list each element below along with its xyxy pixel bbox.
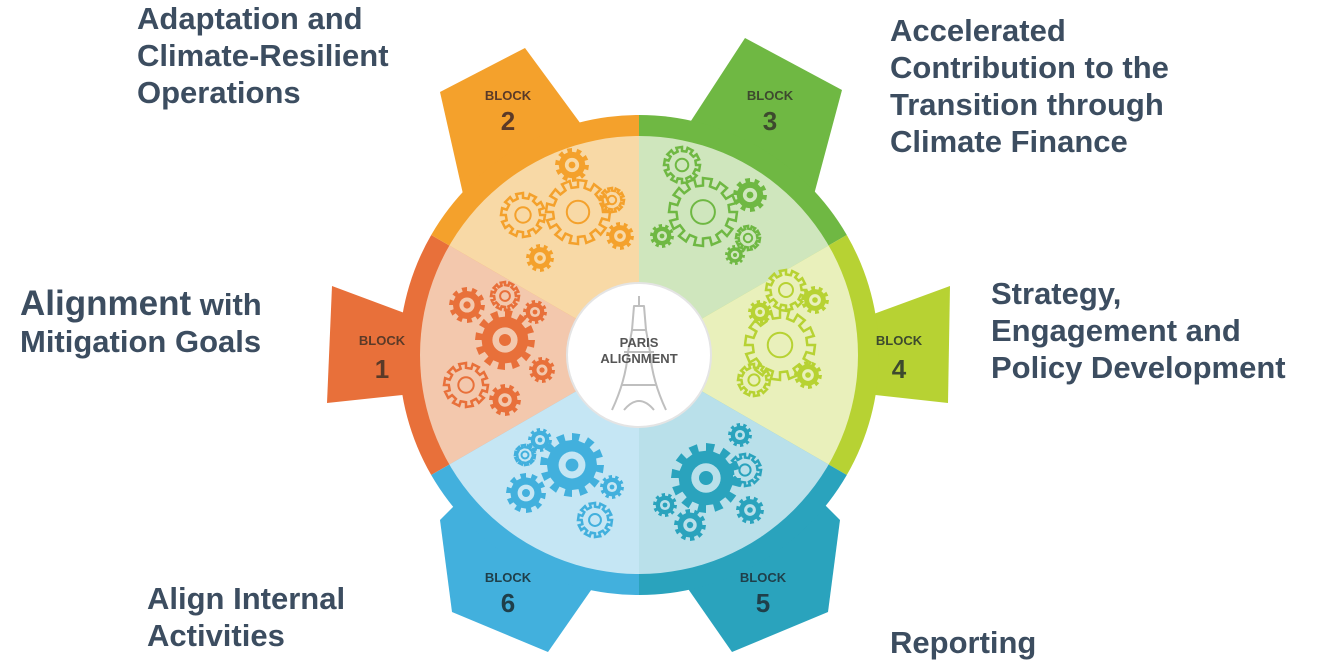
block-3-caption: Accelerated Contribution to the Transiti… — [890, 12, 1169, 160]
block-6-gear-icon — [600, 475, 624, 499]
block-3-number: 3 — [763, 106, 777, 136]
block-6-caption: Align Internal Activities — [147, 580, 345, 654]
block-2-gear-icon — [544, 178, 612, 246]
block-2-gear-icon — [499, 191, 547, 239]
block-3-caption-line3: Transition through — [890, 87, 1164, 122]
block-1-gear-icon — [449, 287, 485, 323]
center-hub: PARIS ALIGNMENT — [566, 282, 712, 428]
block-4-caption-line1: Strategy, — [991, 276, 1122, 311]
block-1-caption-lead: Alignment — [20, 284, 192, 323]
block-1-caption-line2: Mitigation Goals — [20, 324, 262, 359]
block-1-gear-icon — [489, 384, 521, 416]
block-5-word: BLOCK — [740, 570, 787, 585]
block-1-gear-icon — [442, 361, 490, 409]
block-3-caption-line2: Contribution to the — [890, 50, 1169, 85]
block-4-caption-line2: Engagement and — [991, 313, 1241, 348]
center-title-line2: ALIGNMENT — [600, 351, 677, 366]
block-1-gear-icon — [529, 357, 555, 383]
block-6-caption-line2: Activities — [147, 618, 285, 653]
block-6-word: BLOCK — [485, 570, 532, 585]
block-5-gear-icon — [674, 509, 706, 541]
block-2-caption-line1: Adaptation and — [137, 1, 363, 36]
block-4-word: BLOCK — [876, 333, 923, 348]
eiffel-tower-icon — [611, 296, 667, 411]
block-5-gear-icon — [653, 493, 677, 517]
block-5-number: 5 — [756, 588, 770, 618]
block-2-number: 2 — [501, 106, 515, 136]
block-2-gear-icon — [526, 244, 554, 272]
block-2-caption: Adaptation and Climate-Resilient Operati… — [137, 0, 389, 111]
block-4-gear-icon — [801, 286, 829, 314]
block-1-gear-icon — [475, 310, 535, 370]
block-4-gear-icon — [748, 300, 772, 324]
block-2-gear-icon — [555, 148, 589, 182]
block-1-caption-lead-suffix: with — [199, 287, 262, 322]
block-1-caption-line1: Alignment with — [20, 285, 262, 323]
block-6-caption-line1: Align Internal — [147, 581, 346, 616]
block-5-caption-line1: Reporting — [890, 625, 1037, 660]
block-1-number: 1 — [375, 354, 389, 384]
block-6-gear-icon — [576, 501, 614, 539]
block-3-gear-icon — [650, 224, 674, 248]
block-6-gear-icon — [513, 443, 537, 467]
center-circle — [566, 282, 712, 428]
block-5-gear-icon — [736, 496, 764, 524]
center-title-line1: PARIS — [620, 335, 659, 350]
block-5-gear-icon — [671, 443, 741, 513]
block-6-gear-icon — [540, 433, 604, 497]
block-1-word: BLOCK — [359, 333, 406, 348]
block-6-number: 6 — [501, 588, 515, 618]
block-4-gear-icon — [764, 268, 808, 312]
block-1-gear-icon — [523, 300, 547, 324]
block-2-gear-icon — [598, 186, 626, 214]
block-5-gear-icon — [727, 452, 763, 488]
block-2-gear-icon — [606, 222, 634, 250]
block-4-number: 4 — [892, 354, 907, 384]
block-6-gear-icon — [528, 428, 552, 452]
block-3-gear-icon — [662, 145, 702, 185]
block-3-word: BLOCK — [747, 88, 794, 103]
block-4-gear-icon — [794, 361, 822, 389]
block-1-caption: Alignment with Mitigation Goals — [20, 285, 262, 360]
block-2-caption-line3: Operations — [137, 75, 301, 110]
block-3-caption-line4: Climate Finance — [890, 124, 1128, 159]
block-3-gear-icon — [725, 245, 745, 265]
block-5-caption: Reporting — [890, 624, 1036, 661]
block-4-caption-line3: Policy Development — [991, 350, 1286, 385]
block-3-gear-icon — [734, 224, 762, 252]
block-3-gear-icon — [733, 178, 767, 212]
block-2-caption-line2: Climate-Resilient — [137, 38, 389, 73]
block-1-gear-icon — [489, 280, 521, 312]
block-2-word: BLOCK — [485, 88, 532, 103]
block-3-caption-line1: Accelerated — [890, 13, 1066, 48]
block-6-gear-icon — [506, 473, 546, 513]
block-5-gear-icon — [728, 423, 752, 447]
block-4-caption: Strategy, Engagement and Policy Developm… — [991, 275, 1286, 386]
block-4-gear-icon — [736, 362, 772, 398]
block-3-gear-icon — [667, 176, 739, 248]
